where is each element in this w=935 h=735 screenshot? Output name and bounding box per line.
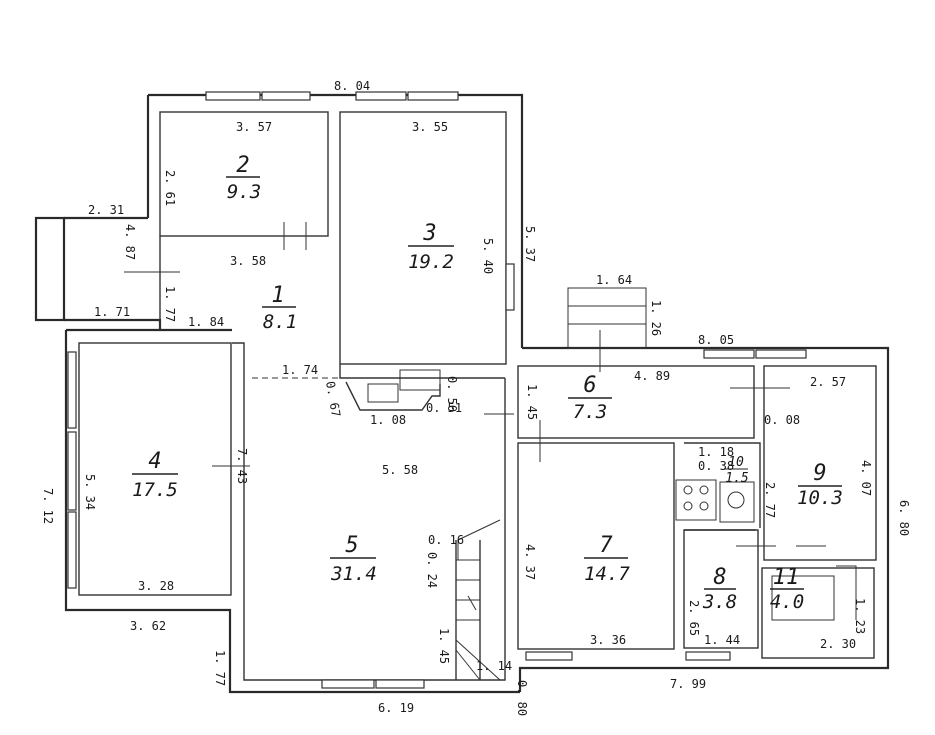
dim-room9-top: 2. 57 (810, 375, 846, 389)
room-number: 2 (236, 153, 249, 178)
room-number: 1 (271, 283, 284, 308)
dim-room11-side: 1. 23 (853, 598, 867, 634)
room-area: 1.5 (725, 471, 749, 486)
dim-room1-top: 3. 58 (230, 254, 266, 268)
room-number: 5 (345, 533, 358, 558)
dim-room1-left: 1. 77 (163, 286, 177, 322)
dim-porch-top: 2. 31 (88, 203, 124, 217)
dim-room8-side: 2. 65 (687, 600, 701, 636)
dim-porch-bottom: 1. 71 (94, 305, 130, 319)
room-area: 4.0 (770, 591, 804, 613)
room-10-label: 10 1.5 (724, 455, 749, 486)
room-1-label: 1 8.1 (262, 283, 297, 333)
dim-bottom-width: 6. 19 (378, 701, 414, 715)
room-number: 7 (599, 533, 613, 558)
dim-outer-right-top: 5. 37 (523, 226, 537, 262)
dim-room2-top: 3. 57 (236, 120, 272, 134)
dim-chimney-b: 1. 08 (370, 413, 406, 427)
dim-porch-side: 4. 87 (123, 224, 137, 260)
dim-chimney-c: 0. 51 (426, 401, 462, 415)
room-number: 10 (728, 455, 744, 470)
dim-stair-bottom: 1. 45 (437, 628, 451, 664)
dim-room4-outer: 7. 12 (41, 488, 55, 524)
room-11-label: 11 4.0 (770, 565, 804, 613)
room-area: 8.1 (263, 311, 297, 333)
dim-bottom-left-side: 1. 77 (213, 650, 227, 686)
room-2-label: 2 9.3 (226, 153, 261, 203)
dim-bottom-gap: 0. 80 (515, 680, 529, 716)
windows (67, 91, 807, 689)
dim-room10-a: 1. 18 (698, 445, 734, 459)
room-number: 8 (713, 565, 726, 590)
doors (124, 222, 826, 547)
room-8-label: 8 3.8 (702, 565, 737, 613)
dim-room7-bottom: 3. 36 (590, 633, 626, 647)
dim-stair-b: 0. 24 (425, 552, 439, 588)
room-number: 11 (773, 565, 800, 590)
dim-room4-side: 5. 34 (83, 474, 97, 510)
dim-bottom-right: 7. 99 (670, 677, 706, 691)
dim-room8-bottom: 1. 44 (704, 633, 740, 647)
room-area: 7.3 (573, 401, 607, 423)
room-5-label: 5 31.4 (330, 533, 377, 585)
room-7-label: 7 14.7 (584, 533, 630, 585)
room-area: 17.5 (132, 479, 178, 501)
dim-room6-left: 1. 45 (525, 384, 539, 420)
dimension-labels: 8. 04 3. 57 3. 55 2. 61 5. 40 5. 37 3. 5… (41, 79, 911, 716)
dim-room9-side: 4. 07 (859, 460, 873, 496)
dim-room9-gap: 0. 08 (764, 413, 800, 427)
dim-chimney-a: 0. 67 (323, 380, 343, 418)
dim-room3-side: 5. 40 (481, 238, 495, 274)
dim-right-top: 8. 05 (698, 333, 734, 347)
dim-left-bottom: 3. 62 (130, 619, 166, 633)
room-labels: 1 8.1 2 9.3 3 19.2 4 17.5 5 31.4 6 7.3 (132, 153, 843, 613)
room-3-label: 3 19.2 (408, 221, 454, 273)
room-area: 3.8 (702, 591, 737, 613)
room-area: 14.7 (584, 563, 630, 585)
dim-hall-width: 5. 58 (382, 463, 418, 477)
room-number: 3 (422, 221, 436, 246)
dim-room1-bottom: 1. 84 (188, 315, 224, 329)
room-number: 4 (148, 449, 161, 474)
room-9-label: 9 10.3 (797, 461, 843, 509)
dim-room3-top: 3. 55 (412, 120, 448, 134)
room-number: 9 (813, 461, 826, 486)
room-area: 9.3 (227, 181, 261, 203)
dim-room6-top: 4. 89 (634, 369, 670, 383)
room-area: 31.4 (330, 563, 377, 585)
dim-stair-small: 1. 14 (476, 659, 512, 673)
dim-room7-side: 4. 37 (523, 544, 537, 580)
dim-step-h: 1. 26 (649, 300, 663, 336)
room-area: 10.3 (797, 487, 843, 509)
dim-step-w: 1. 64 (596, 273, 632, 287)
dim-room4-bottom: 3. 28 (138, 579, 174, 593)
dim-outer-right: 6. 80 (897, 500, 911, 536)
dim-room4-right: 7. 43 (235, 448, 249, 484)
room-number: 6 (583, 373, 596, 398)
dim-top-total: 8. 04 (334, 79, 370, 93)
dim-stair-a: 0. 16 (428, 533, 464, 547)
inner-walls (78, 111, 877, 681)
dim-room9-left: 2. 77 (763, 482, 777, 518)
dim-chimney-d: 0. 50 (445, 376, 459, 412)
dim-room10-b: 0. 38 (698, 459, 734, 473)
dim-room11-bottom: 2. 30 (820, 637, 856, 651)
room-4-label: 4 17.5 (132, 449, 178, 501)
room-6-label: 6 7.3 (568, 373, 612, 423)
dim-room2-side: 2. 61 (163, 170, 177, 206)
room-area: 19.2 (408, 251, 454, 273)
dim-hall-dash: 1. 74 (282, 363, 318, 377)
